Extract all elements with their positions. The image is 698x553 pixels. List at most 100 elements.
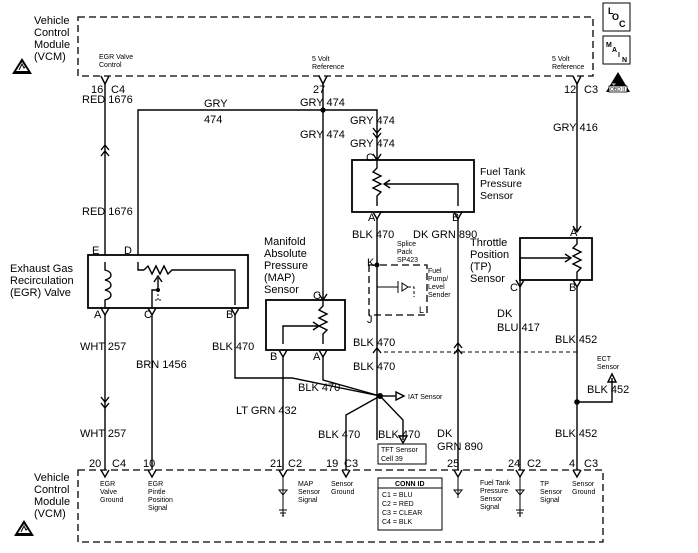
svg-text:N: N: [622, 57, 627, 64]
pin-24: 24: [508, 458, 520, 470]
loc-badge-l: L: [608, 6, 614, 16]
wire-wht-257-label-a: WHT 257: [80, 341, 126, 353]
pin-21: 21: [270, 458, 282, 470]
pin-16: 16: [91, 84, 103, 96]
wire-blk-470-label-g: BLK 470: [378, 429, 420, 441]
5v-ref-label-2-b: Reference: [552, 64, 584, 71]
svg-text:Recirculation: Recirculation: [10, 275, 74, 287]
egr-pin-e: E: [92, 245, 99, 257]
svg-text:A: A: [612, 47, 617, 54]
egr-pin-a: A: [94, 309, 102, 321]
svg-text:(TP): (TP): [470, 261, 491, 273]
ftp-signal-label: Fuel Tank Pressure Sensor Signal: [480, 480, 511, 511]
svg-text:Splice: Splice: [397, 241, 416, 248]
vcm-top-title-line4: (VCM): [34, 51, 66, 63]
svg-text:TP: TP: [540, 481, 549, 488]
wire-dk-blu-417-label-1: DK: [497, 308, 513, 320]
svg-text:EGR: EGR: [100, 481, 115, 488]
svg-text:Ground: Ground: [331, 489, 354, 496]
svg-text:(MAP): (MAP): [264, 272, 295, 284]
svg-text:Ground: Ground: [572, 489, 595, 496]
svg-text:Pressure: Pressure: [480, 488, 508, 495]
obd-ii-label: OBD II: [610, 87, 625, 93]
svg-text:Ground: Ground: [100, 497, 123, 504]
conn-id-row-1: C1 = BLU: [382, 492, 413, 499]
svg-text:Vehicle: Vehicle: [34, 472, 69, 484]
ect-sensor-label-1: ECT: [597, 356, 612, 363]
splice-pin-k: K: [367, 257, 375, 269]
wire-dk-grn-890-label-a: DK GRN 890: [413, 229, 477, 241]
egr-solenoid-coil-icon: [104, 262, 112, 308]
svg-text:Sensor: Sensor: [572, 481, 595, 488]
tp-sensor-label: Throttle Position (TP) Sensor: [470, 237, 509, 285]
vcm-top-title-line3: Module: [34, 39, 70, 51]
svg-text:Control: Control: [34, 484, 69, 496]
svg-text:Pintle: Pintle: [148, 489, 166, 496]
svg-text:Sender: Sender: [428, 292, 451, 299]
tft-sensor-label-1: TFT Sensor: [381, 447, 418, 454]
wire-blk-470-label-d: BLK 470: [353, 337, 395, 349]
wire-red-1676-break-icon: [100, 143, 110, 157]
tp-pin-b: B: [569, 282, 576, 294]
pin-27: 27: [313, 84, 325, 96]
wire-blk-470-label-f: BLK 470: [318, 429, 360, 441]
wire-gry-474-ftp: [323, 109, 378, 160]
tp-ground-icon: [516, 477, 524, 517]
pin-10: 10: [143, 458, 155, 470]
wire-dk-grn-890-label-b2: GRN 890: [437, 441, 483, 453]
tp-pin-a: A: [570, 227, 578, 239]
tp-wiper-arrow-icon: [564, 253, 573, 263]
vcm-top-title-line1: Vehicle: [34, 15, 69, 27]
map-ground-icon: [279, 477, 287, 517]
wire-blk-452-label-b: BLK 452: [587, 384, 629, 396]
ftp-sensor-box: [351, 159, 475, 213]
tp-pin-c: C: [510, 282, 518, 294]
esd-warning-icon-bottom: [14, 520, 34, 536]
wire-gry-474-label-d: GRY 474: [350, 115, 395, 127]
map-pin-c: C: [313, 290, 321, 302]
svg-text:Signal: Signal: [298, 497, 318, 504]
splice-pack-label: Splice Pack SP423: [397, 241, 418, 264]
svg-text:SP423: SP423: [397, 257, 418, 264]
tp-resistor-icon: [571, 238, 583, 280]
map-input-arrow-icon: [277, 489, 289, 496]
vcm-bottom-title: Vehicle Control Module (VCM): [34, 472, 70, 520]
pin-12-mark: [572, 75, 582, 86]
wire-blk-470-arrow-icon: [372, 346, 382, 354]
wire-lt-grn-432-label: LT GRN 432: [236, 405, 297, 417]
svg-text:(EGR) Valve: (EGR) Valve: [10, 287, 71, 299]
conn-id-box: [377, 477, 443, 531]
pin-25: 25: [447, 458, 459, 470]
conn-id-row-4: C4 = BLK: [382, 519, 412, 526]
wire-gry-474-egr: [137, 84, 324, 255]
wire-gry-474-ftp-break-icon: [372, 127, 382, 140]
svg-text:Fuel Tank: Fuel Tank: [480, 480, 511, 487]
map-pin-a: A: [313, 351, 321, 363]
5v-ref-label-1-a: 5 Volt: [312, 56, 330, 63]
svg-text:(VCM): (VCM): [34, 508, 66, 520]
tp-sensor-box: [519, 237, 593, 281]
svg-text:Valve: Valve: [100, 489, 117, 496]
svg-text:Fuel: Fuel: [428, 268, 442, 275]
svg-text:Manifold: Manifold: [264, 236, 306, 248]
wire-blk-470-map: [322, 357, 381, 397]
svg-text:Pressure: Pressure: [480, 178, 522, 190]
wire-dk-blu-417-label-2: BLU 417: [497, 322, 540, 334]
loc-badge: L O C: [602, 2, 631, 32]
egr-pot-wiper: [151, 278, 159, 308]
svg-text:Signal: Signal: [540, 497, 560, 504]
svg-text:Pressure: Pressure: [264, 260, 308, 272]
wire-blk-470-label-e: BLK 470: [353, 361, 395, 373]
svg-text:Module: Module: [34, 496, 70, 508]
wire-blk-470-sensor-ground: [345, 395, 381, 470]
5v-ref-label-2-a: 5 Volt: [552, 56, 570, 63]
fuel-pump-label: Fuel Pump/ Level Sender: [428, 268, 451, 299]
svg-text:Sensor: Sensor: [331, 481, 354, 488]
tp-signal-label: TP Sensor Signal: [540, 481, 563, 504]
pin-12: 12: [564, 84, 576, 96]
egr-pin-b: B: [226, 309, 233, 321]
buffer-ground-icons: [277, 477, 526, 517]
map-resistor-icon: [317, 300, 329, 344]
pin-4: 4: [569, 458, 575, 470]
